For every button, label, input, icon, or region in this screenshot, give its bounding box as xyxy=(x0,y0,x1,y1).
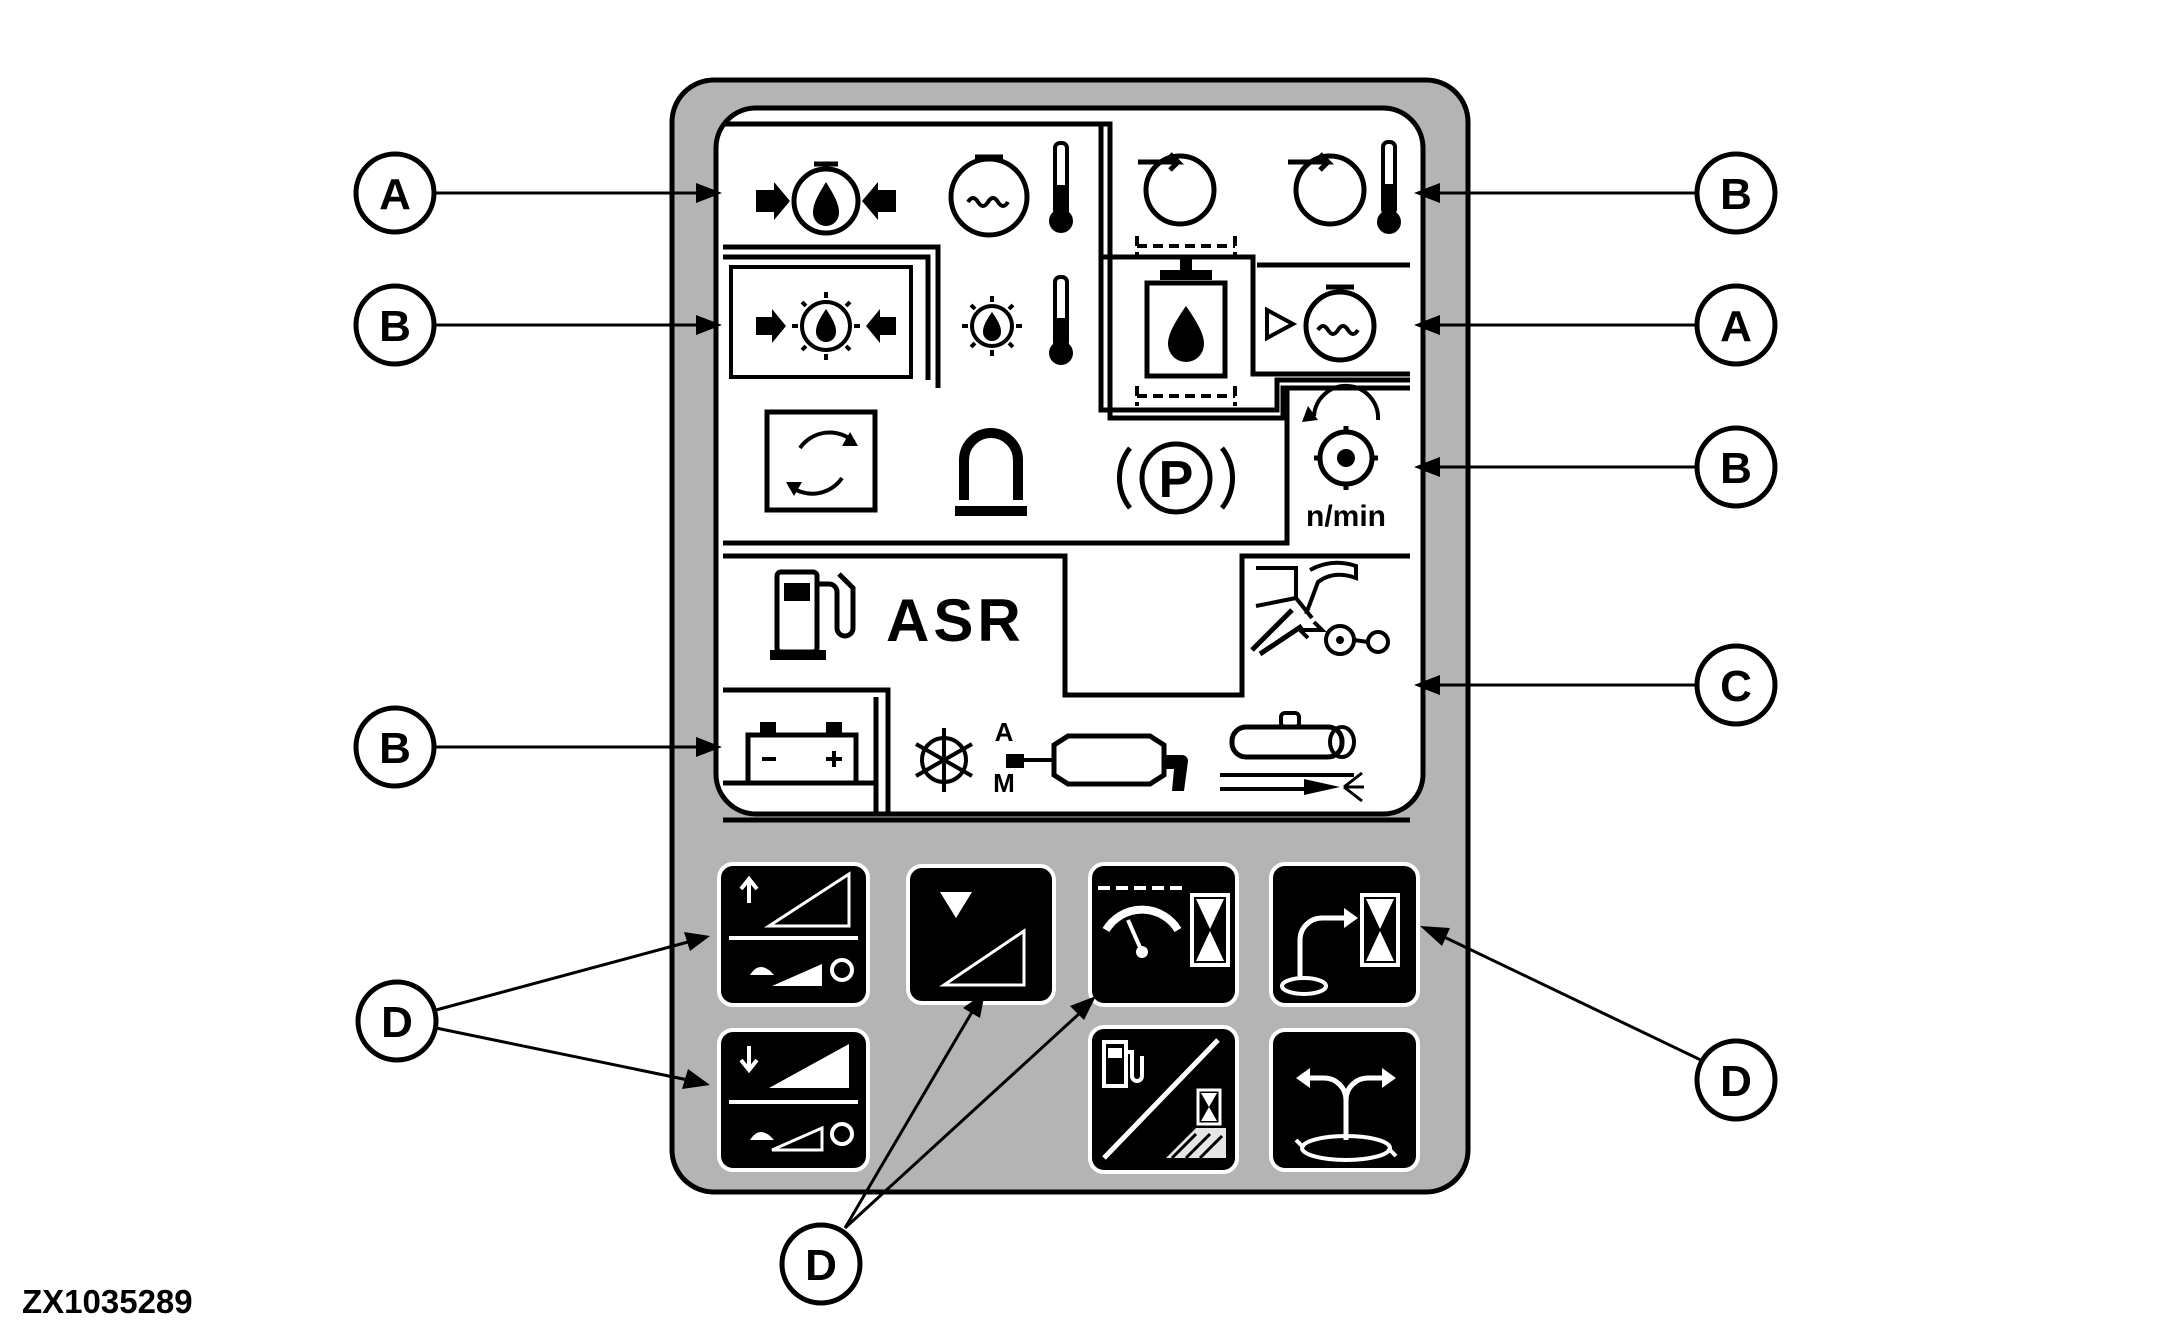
spout-rotate-icon xyxy=(1294,1068,1398,1162)
svg-text:D: D xyxy=(381,998,413,1047)
rotor-speed-unit: n/min xyxy=(1306,500,1386,533)
callout-d-right: D xyxy=(1694,1038,1778,1122)
hydraulic-return-icon xyxy=(1138,152,1217,227)
svg-text:D: D xyxy=(805,1241,837,1290)
svg-text:P: P xyxy=(1159,451,1194,509)
ac-manual-label: M xyxy=(993,768,1015,798)
parking-brake-icon: P xyxy=(1116,441,1236,515)
snowflake-icon: A M xyxy=(915,717,1054,798)
spout-timer-icon xyxy=(1280,893,1400,996)
lcd-display: n/min P ASR xyxy=(713,105,1426,823)
ac-auto-label: A xyxy=(995,717,1014,747)
transmission-oil-temperature-icon xyxy=(962,275,1073,365)
scroll-down-button[interactable] xyxy=(906,864,1056,1005)
fuel-area-timer-button[interactable] xyxy=(1088,1025,1239,1174)
svg-text:B: B xyxy=(379,724,411,773)
callout-a-right: A xyxy=(1694,283,1778,367)
svg-text:B: B xyxy=(1720,444,1752,493)
engine-oil-pressure-icon xyxy=(756,161,896,236)
rotor-speed-icon: n/min xyxy=(1302,384,1386,533)
svg-text:A: A xyxy=(379,170,411,219)
coolant-level-icon xyxy=(1265,284,1377,363)
callout-arrowheads xyxy=(682,183,1450,1089)
rpm-increase-icon xyxy=(729,871,858,986)
callout-d-bottom: D xyxy=(779,1222,863,1306)
callout-b-right-1: B xyxy=(1694,151,1778,235)
rpm-down-button[interactable] xyxy=(717,1028,870,1172)
callout-d-left: D xyxy=(355,979,439,1063)
hydraulic-filter-icon xyxy=(1135,236,1237,406)
fuel-pump-icon xyxy=(770,569,856,660)
magnet-icon xyxy=(955,428,1027,516)
spout-timer-button[interactable] xyxy=(1269,862,1420,1007)
pickup-reverse-icon xyxy=(1250,560,1390,657)
rpm-decrease-icon xyxy=(729,1044,858,1152)
figure-id-label: ZX1035289 xyxy=(22,1283,193,1320)
callout-b-left-2: B xyxy=(353,705,437,789)
callout-a-top: A xyxy=(353,151,437,235)
callout-b-right-2: B xyxy=(1694,425,1778,509)
air-filter-icon xyxy=(1220,711,1364,803)
svg-text:B: B xyxy=(1720,170,1752,219)
asr-indicator: ASR xyxy=(886,587,1025,654)
transmission-oil-pressure-icon xyxy=(729,265,913,379)
battery-icon xyxy=(745,722,859,786)
callout-b-left-1: B xyxy=(353,283,437,367)
rpm-up-button[interactable] xyxy=(717,862,870,1007)
scroll-down-icon xyxy=(939,892,1026,987)
spout-rotate-button[interactable] xyxy=(1269,1028,1420,1172)
rotation-monitor-icon xyxy=(764,409,878,513)
svg-text:A: A xyxy=(1720,302,1752,351)
air-hose-icon xyxy=(1051,733,1188,791)
fuel-area-timer-icon xyxy=(1102,1038,1226,1160)
coolant-temperature-icon xyxy=(948,141,1073,238)
gauge-timer-button[interactable] xyxy=(1088,862,1239,1007)
gauge-timer-icon xyxy=(1098,886,1230,967)
svg-text:C: C xyxy=(1720,662,1752,711)
svg-text:D: D xyxy=(1720,1057,1752,1106)
callout-c-right: C xyxy=(1694,643,1778,727)
callout-leaders xyxy=(434,191,1706,1230)
svg-text:B: B xyxy=(379,302,411,351)
hydraulic-temperature-icon xyxy=(1288,140,1401,234)
